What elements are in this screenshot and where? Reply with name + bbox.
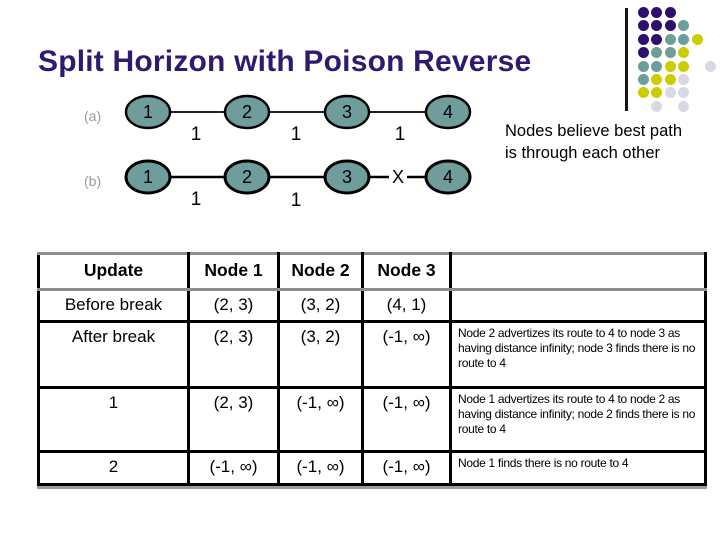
decor-dot <box>651 74 663 85</box>
node-a-3-label: 3 <box>342 102 352 122</box>
cell-annotation: Node 1 finds there is no route to 4 <box>449 450 707 486</box>
cell-node2: (-1, ∞) <box>277 450 364 486</box>
col-header-node3: Node 3 <box>361 252 452 291</box>
node-b-2-label: 2 <box>242 167 252 187</box>
row-label: Before break <box>37 288 190 323</box>
link-break-x-mark: X <box>392 167 404 187</box>
node-b-1-label: 1 <box>143 167 153 187</box>
cell-annotation <box>449 288 707 323</box>
decor-dot <box>638 87 649 99</box>
decor-dot-grid <box>638 7 720 117</box>
cell-annotation: Node 1 advertizes its route to 4 to node… <box>449 386 707 453</box>
cell-node3: (-1, ∞) <box>361 320 452 389</box>
node-a-3 <box>323 94 371 130</box>
decor-dot <box>664 60 676 72</box>
decor-dot <box>638 60 649 72</box>
decor-dot <box>678 74 690 85</box>
decor-dot <box>678 47 690 59</box>
decor-dot <box>678 33 690 45</box>
cell-node2: (-1, ∞) <box>277 386 364 453</box>
node-a-4-label: 4 <box>443 102 453 122</box>
cell-node1: (2, 3) <box>187 288 280 323</box>
edge-a-3-4-weight: 1 <box>395 124 406 145</box>
decor-dot <box>664 20 676 32</box>
diagram-b-label: (b) <box>84 173 101 189</box>
cell-node1: (2, 3) <box>187 320 280 389</box>
decor-dot <box>678 60 690 72</box>
network-diagram: (a) 1 2 3 4 1 1 1 (b) 1 2 3 4 1 1 X <box>84 94 472 211</box>
node-b-4-label: 4 <box>443 167 453 187</box>
decor-dot <box>638 7 649 18</box>
decor-dot <box>651 87 663 99</box>
row-label: 1 <box>37 386 190 453</box>
decor-dot <box>664 47 676 59</box>
cell-node1: (-1, ∞) <box>187 450 280 486</box>
cell-node1: (2, 3) <box>187 386 280 453</box>
col-header-node1: Node 1 <box>187 252 280 291</box>
decor-dot <box>651 60 663 72</box>
decor-dot <box>651 7 663 18</box>
slide-title: Split Horizon with Poison Reverse <box>38 45 532 78</box>
decor-dot <box>678 20 690 32</box>
col-header-update: Update <box>37 252 190 291</box>
node-b-3 <box>323 159 371 195</box>
row-label: After break <box>37 320 190 389</box>
table-header-row: Update Node 1 Node 2 Node 3 <box>37 252 707 291</box>
node-b-4 <box>424 159 472 195</box>
row-label: 2 <box>37 450 190 486</box>
node-a-4 <box>424 94 472 130</box>
cell-annotation: Node 2 advertizes its route to 4 to node… <box>449 320 707 389</box>
decor-dot <box>638 33 649 45</box>
decor-dot <box>651 100 663 112</box>
decor-dot <box>651 20 663 32</box>
node-a-1 <box>124 94 172 130</box>
decor-dot <box>691 33 703 45</box>
decor-dot <box>678 87 690 99</box>
routing-table: Update Node 1 Node 2 Node 3 Before break… <box>37 252 707 486</box>
decor-dot <box>664 33 676 45</box>
edge-a-2-3-weight: 1 <box>291 124 302 145</box>
edge-b-2-3-weight: 1 <box>291 190 302 211</box>
cell-node3: (-1, ∞) <box>361 386 452 453</box>
cell-node3: (4, 1) <box>361 288 452 323</box>
decor-dot <box>664 87 676 99</box>
table-row: 2 (-1, ∞) (-1, ∞) (-1, ∞) Node 1 finds t… <box>37 450 707 486</box>
decor-dot <box>651 47 663 59</box>
diagram-a-label: (a) <box>84 108 101 124</box>
col-header-node2: Node 2 <box>277 252 364 291</box>
decor-vertical-rule <box>625 8 628 111</box>
decor-dot <box>664 74 676 85</box>
decor-dot <box>638 47 649 59</box>
decor-dot <box>651 33 663 45</box>
node-b-1 <box>124 159 172 195</box>
node-b-2 <box>223 159 271 195</box>
node-b-3-label: 3 <box>342 167 352 187</box>
cell-node2: (3, 2) <box>277 288 364 323</box>
node-a-1-label: 1 <box>143 102 153 122</box>
side-note: Nodes believe best path is through each … <box>505 122 683 162</box>
decor-dot <box>638 20 649 32</box>
node-a-2-label: 2 <box>242 102 252 122</box>
edge-a-1-2-weight: 1 <box>191 124 202 145</box>
col-header-note <box>449 252 707 291</box>
table-row: Before break (2, 3) (3, 2) (4, 1) <box>37 288 707 323</box>
decor-dot <box>678 100 690 112</box>
edge-b-1-2-weight: 1 <box>191 189 202 210</box>
node-a-2 <box>223 94 271 130</box>
cell-node3: (-1, ∞) <box>361 450 452 486</box>
decor-dot <box>638 74 649 85</box>
table-row: After break (2, 3) (3, 2) (-1, ∞) Node 2… <box>37 320 707 389</box>
table-row: 1 (2, 3) (-1, ∞) (-1, ∞) Node 1 advertiz… <box>37 386 707 453</box>
decor-dot <box>705 60 716 72</box>
decor-dot <box>664 7 676 18</box>
cell-node2: (3, 2) <box>277 320 364 389</box>
